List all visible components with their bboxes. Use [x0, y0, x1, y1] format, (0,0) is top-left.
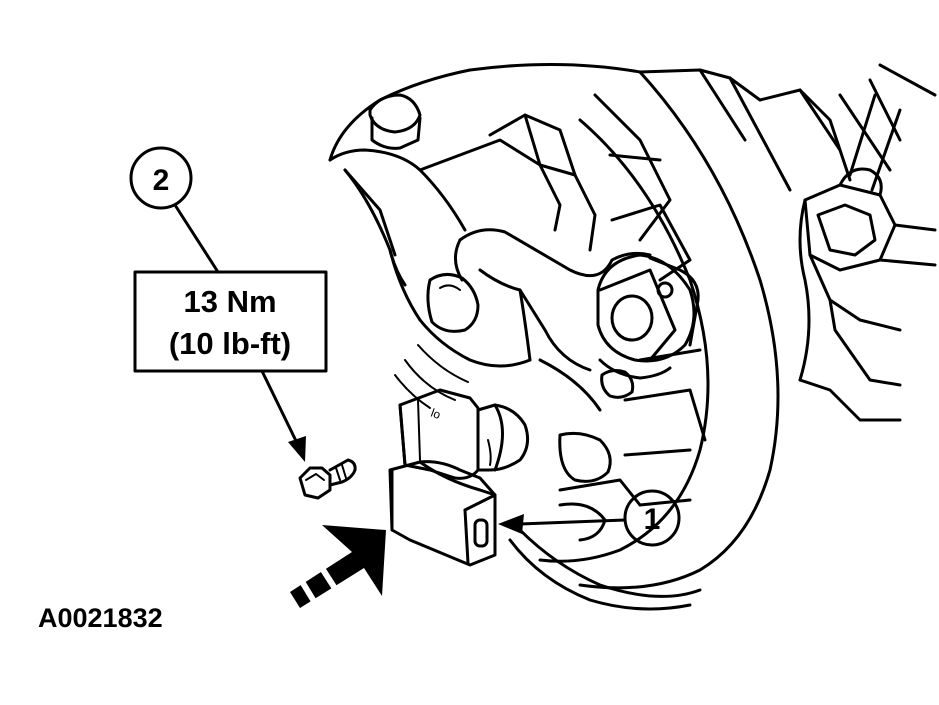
sensor-marking: lo	[429, 406, 443, 422]
torque-metric: 13 Nm	[183, 284, 276, 319]
installation-direction-arrow	[290, 525, 386, 608]
torque-imperial: (10 lb-ft)	[169, 326, 291, 361]
callout-2-number: 2	[153, 164, 170, 197]
torque-spec-box: 13 Nm (10 lb-ft)	[133, 270, 328, 462]
callout-1: 1	[498, 489, 681, 547]
callout-1-number: 1	[644, 503, 661, 536]
callout-2: 2	[129, 146, 220, 274]
figure-id: A0021832	[38, 603, 163, 633]
sensor-bolt	[298, 458, 357, 500]
camshaft-position-sensor: lo	[388, 388, 530, 567]
engine-front-cover	[328, 62, 937, 611]
